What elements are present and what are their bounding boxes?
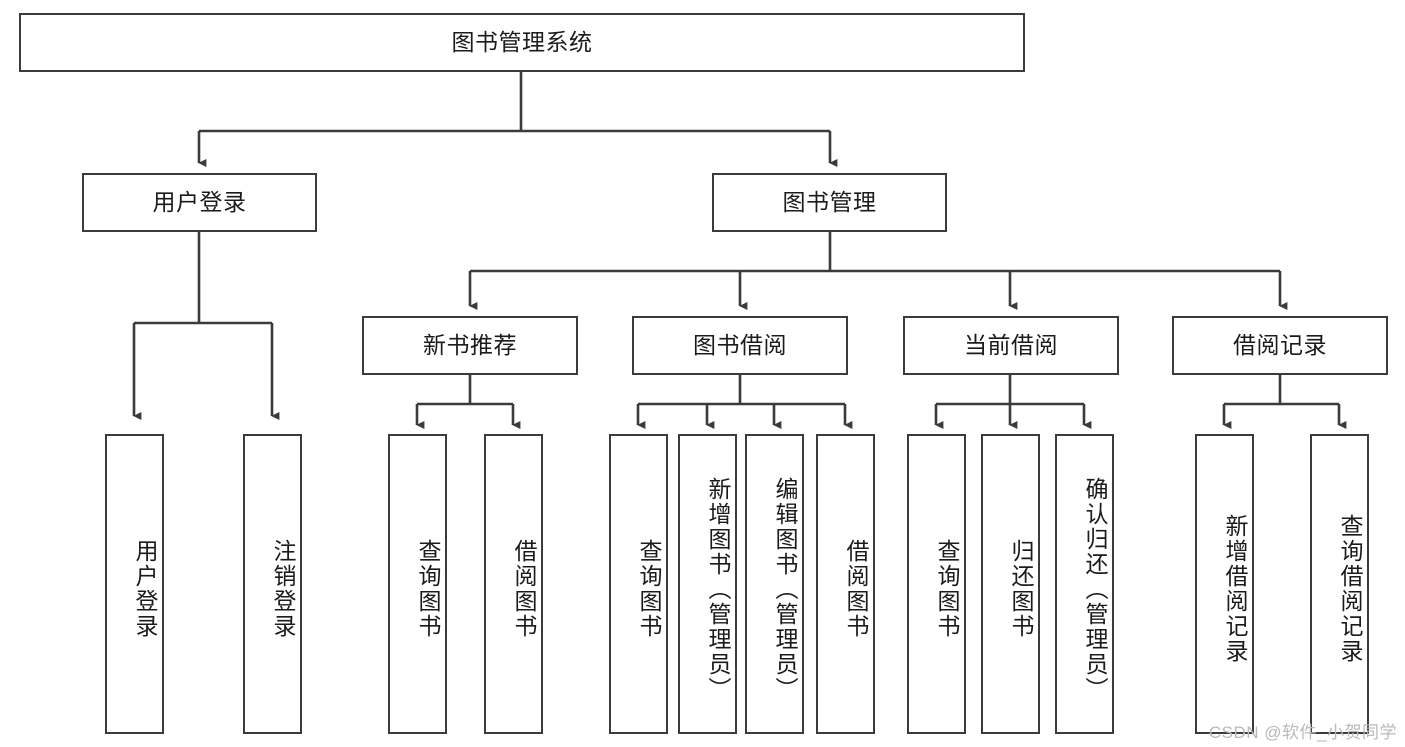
leaf-user-login-1[interactable]: 用户登录 bbox=[105, 434, 164, 734]
leaf-label: 注销登录 bbox=[270, 539, 296, 639]
node-root-label: 图书管理系统 bbox=[451, 28, 593, 55]
leaf-current-borrow-3[interactable]: 确认归还（管理员） bbox=[1055, 434, 1114, 734]
node-book-borrow-label: 图书借阅 bbox=[693, 331, 787, 358]
leaf-book-borrow-3[interactable]: 编辑图书（管理员） bbox=[745, 434, 804, 734]
leaf-book-borrow-1[interactable]: 查询图书 bbox=[609, 434, 668, 734]
leaf-book-borrow-2[interactable]: 新增图书（管理员） bbox=[678, 434, 737, 734]
node-root[interactable]: 图书管理系统 bbox=[19, 13, 1025, 72]
node-book-management[interactable]: 图书管理 bbox=[712, 173, 947, 232]
leaf-user-login-2[interactable]: 注销登录 bbox=[243, 434, 302, 734]
node-borrow-record-label: 借阅记录 bbox=[1233, 331, 1327, 358]
leaf-label: 确认归还（管理员） bbox=[1082, 476, 1108, 702]
leaf-book-borrow-4[interactable]: 借阅图书 bbox=[816, 434, 875, 734]
node-user-login[interactable]: 用户登录 bbox=[82, 173, 317, 232]
leaf-label: 查询图书 bbox=[934, 539, 960, 639]
node-current-borrow-label: 当前借阅 bbox=[964, 331, 1058, 358]
leaf-label: 用户登录 bbox=[132, 539, 158, 639]
leaf-current-borrow-1[interactable]: 查询图书 bbox=[907, 434, 966, 734]
leaf-new-book-2[interactable]: 借阅图书 bbox=[484, 434, 543, 734]
node-book-management-label: 图书管理 bbox=[782, 188, 877, 215]
node-book-borrow[interactable]: 图书借阅 bbox=[632, 316, 848, 375]
leaf-new-book-1[interactable]: 查询图书 bbox=[388, 434, 447, 734]
node-current-borrow[interactable]: 当前借阅 bbox=[903, 316, 1119, 375]
leaf-label: 新增借阅记录 bbox=[1222, 514, 1248, 664]
leaf-label: 查询图书 bbox=[636, 539, 662, 639]
leaf-label: 查询借阅记录 bbox=[1337, 514, 1363, 664]
leaf-borrow-record-1[interactable]: 新增借阅记录 bbox=[1195, 434, 1254, 734]
leaf-label: 查询图书 bbox=[415, 539, 441, 639]
leaf-label: 借阅图书 bbox=[843, 539, 869, 639]
node-user-login-label: 用户登录 bbox=[152, 188, 247, 215]
node-new-book-recommend[interactable]: 新书推荐 bbox=[362, 316, 578, 375]
leaf-label: 借阅图书 bbox=[511, 539, 537, 639]
leaf-label: 归还图书 bbox=[1008, 539, 1034, 639]
leaf-borrow-record-2[interactable]: 查询借阅记录 bbox=[1310, 434, 1369, 734]
leaf-label: 编辑图书（管理员） bbox=[772, 476, 798, 702]
node-borrow-record[interactable]: 借阅记录 bbox=[1172, 316, 1388, 375]
leaf-current-borrow-2[interactable]: 归还图书 bbox=[981, 434, 1040, 734]
node-new-book-recommend-label: 新书推荐 bbox=[423, 331, 517, 358]
watermark: CSDN @软件_小贺同学 bbox=[1208, 723, 1397, 742]
leaf-label: 新增图书（管理员） bbox=[705, 476, 731, 702]
